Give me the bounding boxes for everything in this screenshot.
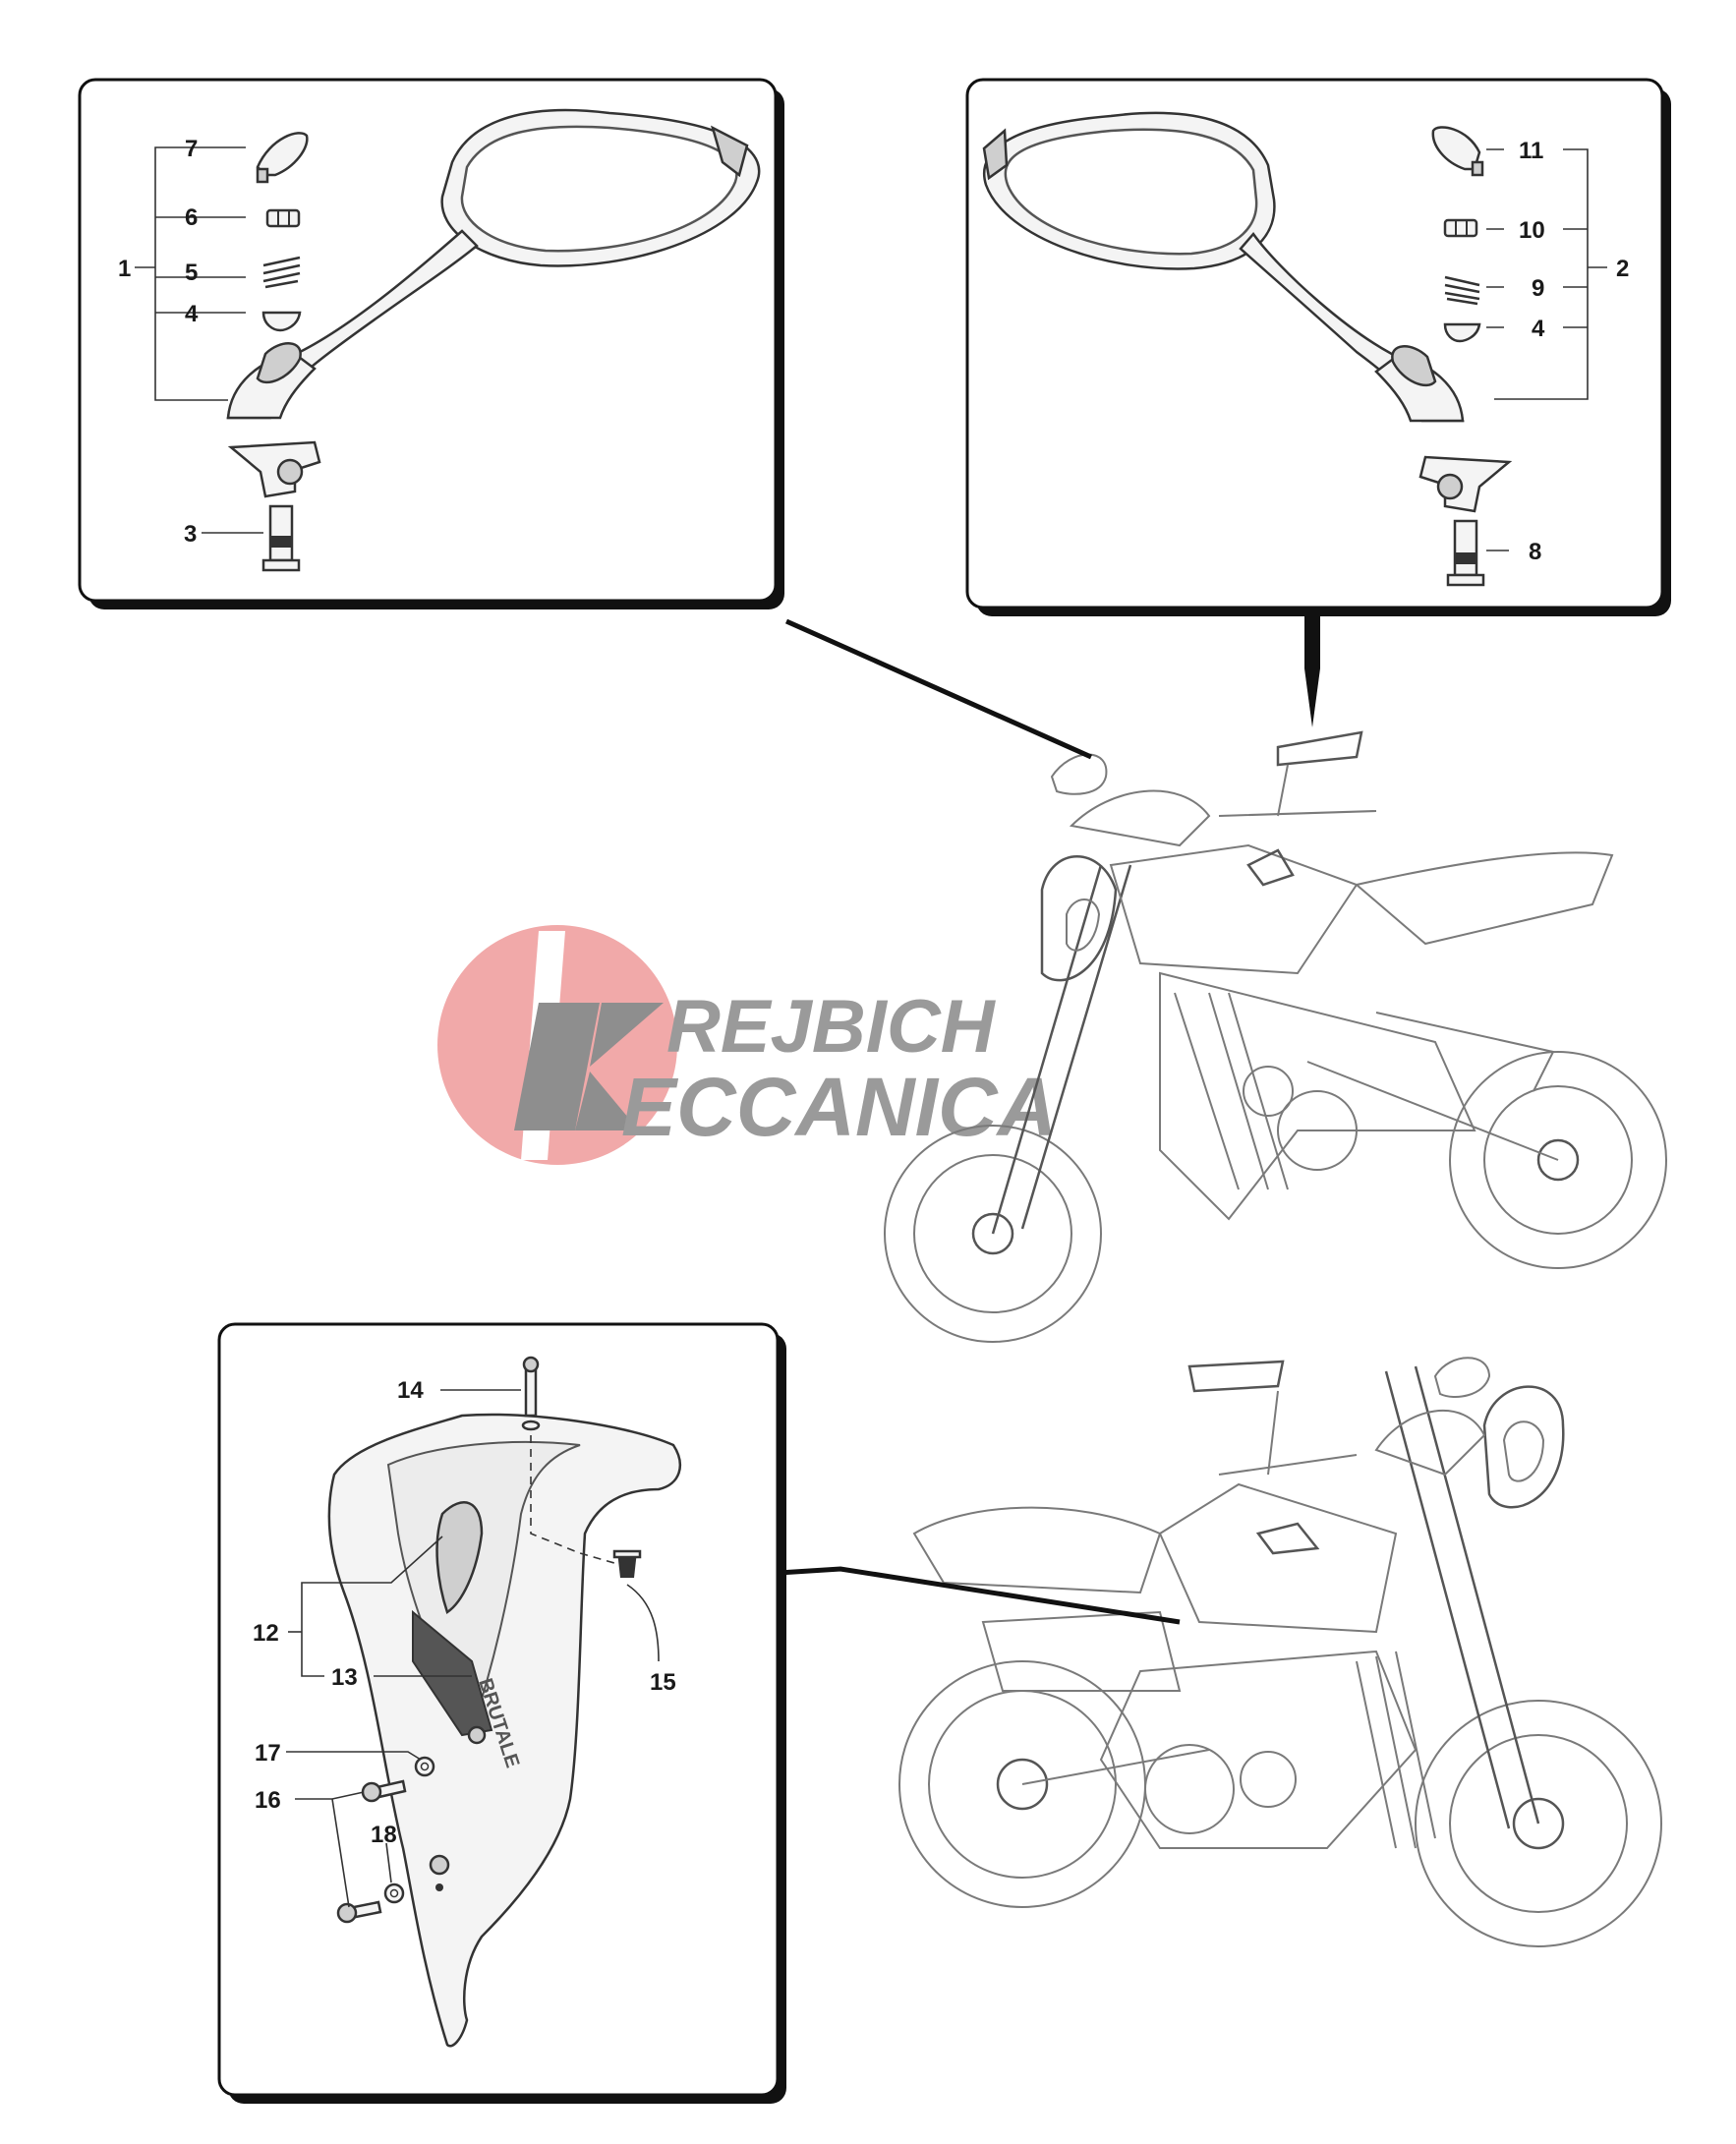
part-11-cover (1431, 126, 1481, 171)
headlight-outline (1040, 855, 1118, 982)
part-6-bushing (265, 208, 301, 228)
part-3-screw (268, 504, 294, 562)
bracket-12 (301, 1536, 443, 1632)
engine-outline (1159, 971, 1476, 1221)
watermark-logo: REJBICH ECCANICA (437, 925, 1057, 1165)
part-7-cover (256, 132, 309, 177)
left-mirror-outline (1050, 753, 1108, 795)
callout-16: 16 (255, 1787, 281, 1814)
swingarm-outline (1306, 1061, 1559, 1161)
callout-6: 6 (185, 204, 198, 231)
tank-outline (1109, 843, 1359, 975)
callout-4-right: 4 (1532, 316, 1545, 342)
right-mirror-outline (1276, 730, 1363, 767)
callout-14: 14 (397, 1377, 424, 1404)
watermark-monogram (514, 1003, 664, 1130)
panel-side-cover: BRUTALE 14 15 12 13 1 (217, 1322, 786, 2104)
callout-17: 17 (255, 1740, 281, 1767)
callout-5: 5 (185, 260, 198, 286)
callout-12: 12 (253, 1620, 279, 1647)
left-panel-pointer (784, 618, 1093, 760)
tank-outline-2 (1158, 1482, 1398, 1634)
headlight-outline-2 (1482, 1385, 1565, 1509)
part-5-spring (262, 256, 301, 289)
swingarm-outline-2 (1021, 1749, 1210, 1785)
seat-outline-2 (912, 1506, 1162, 1594)
callout-11: 11 (1519, 138, 1543, 164)
seat-outline (1354, 851, 1614, 946)
left-mirror-slot (256, 342, 302, 384)
callout-18: 18 (371, 1822, 397, 1848)
mirror-outline-2b (1433, 1357, 1491, 1398)
engine-outline-2 (1099, 1650, 1418, 1849)
flyscreen-outline-2 (1374, 1410, 1486, 1477)
panel-left-mirror: 7 6 5 4 1 3 (78, 78, 784, 609)
right-mirror-slot (1391, 345, 1437, 387)
motorcycle-top-view (884, 730, 1667, 1343)
callout-13: 13 (331, 1664, 358, 1691)
mirror-outline-2a (1187, 1360, 1285, 1393)
watermark-line2: ECCANICA (621, 1061, 1057, 1153)
part-9-spring (1444, 275, 1480, 306)
bottom-panel-pointer (778, 1566, 1181, 1625)
callout-4-left: 4 (185, 301, 199, 327)
callout-1: 1 (118, 256, 131, 282)
part-10-bushing (1443, 218, 1478, 238)
part-14-screw (524, 1364, 538, 1418)
bracket-2 (1494, 148, 1589, 400)
callout-3: 3 (184, 521, 197, 548)
flyscreen-outline (1069, 789, 1211, 847)
watermark-line1: REJBICH (666, 985, 997, 1069)
part-4-cap-right (1443, 322, 1481, 343)
side-cover-vent (435, 1501, 484, 1614)
callout-10: 10 (1519, 217, 1545, 244)
bracket-1 (154, 146, 228, 401)
panel-right-mirror: 11 10 9 4 2 8 (965, 78, 1671, 616)
motorcycle-side-view (898, 1357, 1662, 1947)
callout-7: 7 (185, 136, 198, 162)
callout-9: 9 (1532, 275, 1544, 302)
callout-15: 15 (650, 1669, 676, 1696)
right-panel-pointer (1304, 614, 1320, 727)
part-4-cap (261, 311, 302, 332)
part-8-screw (1453, 519, 1478, 577)
exhaust-outline-2 (981, 1610, 1182, 1692)
callout-8: 8 (1529, 539, 1541, 565)
assembly-line (530, 1435, 615, 1564)
callout-2: 2 (1616, 256, 1629, 282)
